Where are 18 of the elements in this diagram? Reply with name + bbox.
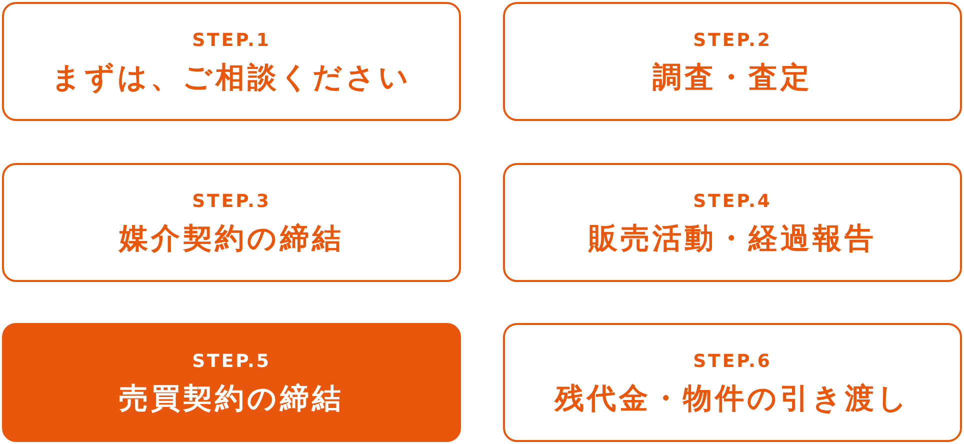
step-box — [2, 163, 461, 282]
step-title: 調査・査定 — [652, 60, 812, 94]
step-title: まずは、ご相談ください — [52, 60, 412, 94]
step-title: 媒介契約の締結 — [119, 220, 344, 254]
step-box — [503, 2, 962, 121]
step-title: 売買契約の締結 — [119, 380, 344, 414]
step-box — [2, 2, 461, 121]
step-number: STEP.2 — [693, 30, 772, 52]
step-title: 残代金・物件の引き渡し — [555, 380, 910, 414]
step-number: STEP.4 — [693, 190, 772, 212]
step-box — [503, 323, 962, 442]
step-box — [2, 323, 461, 442]
step-title: 販売活動・経過報告 — [588, 220, 876, 254]
step-number: STEP.6 — [693, 350, 772, 372]
step-number: STEP.1 — [192, 30, 271, 52]
step-number: STEP.3 — [192, 190, 271, 212]
step-number: STEP.5 — [192, 350, 271, 372]
step-box — [503, 163, 962, 282]
